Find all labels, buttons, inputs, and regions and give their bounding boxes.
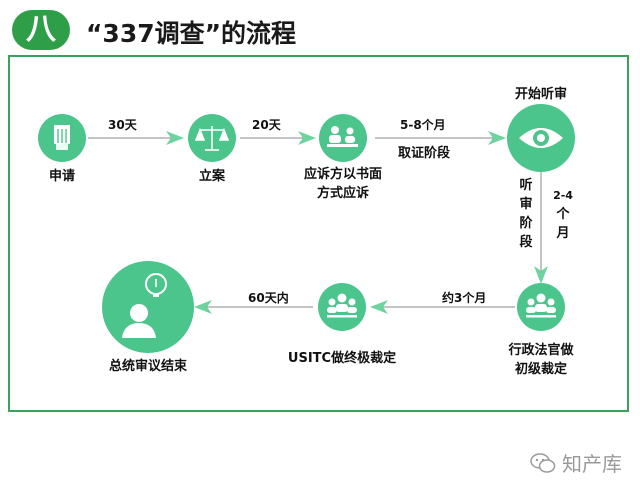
- label-hearing-start: 开始听审: [514, 87, 567, 102]
- edge-label-5-8months: 5-8个月: [400, 118, 446, 132]
- committee-icon: [327, 293, 357, 318]
- vlabel-char: 听: [519, 178, 533, 193]
- label-usitc: USITC做终极裁定: [287, 351, 397, 366]
- group-icon: [526, 293, 556, 318]
- edge-label-within-60days: 60天内: [248, 291, 289, 305]
- label-preliminary-line1: 行政法官做: [508, 343, 574, 358]
- node-hearing: [507, 104, 575, 172]
- node-usitc: [318, 283, 366, 331]
- label-final: 总统审议结束: [108, 359, 187, 374]
- node-preliminary: [517, 283, 565, 331]
- eye-icon: [519, 128, 563, 148]
- vlabel-char: 段: [519, 235, 533, 250]
- vlabel-char: 月: [556, 226, 570, 241]
- label-filing: 立案: [198, 169, 225, 184]
- vlabel-2-4months: 2-4 个 月: [550, 186, 576, 243]
- node-final: [102, 261, 194, 353]
- watermark: 知产库: [530, 448, 622, 477]
- label-respondent-line1: 应诉方以书面: [303, 167, 382, 182]
- vlabel-char: 2-4: [553, 189, 573, 202]
- wechat-icon: [530, 452, 556, 473]
- document-icon: [54, 125, 70, 150]
- vlabel-char: 审: [519, 197, 533, 212]
- title-underline: [8, 55, 629, 57]
- scales-icon: [194, 126, 230, 151]
- vlabel-char: 阶: [519, 216, 533, 231]
- vlabel-char: 个: [556, 207, 570, 222]
- node-apply: [38, 114, 86, 162]
- edge-label-30days: 30天: [108, 118, 137, 132]
- node-filing: [188, 114, 236, 162]
- watermark-text: 知产库: [562, 452, 622, 476]
- meeting-icon: [327, 126, 358, 147]
- edge-label-20days: 20天: [252, 118, 281, 132]
- diagram-frame: [8, 56, 629, 412]
- edge-label-about-3months: 约3个月: [442, 291, 487, 305]
- page-title: “337调查”的流程: [86, 19, 297, 48]
- label-apply: 申请: [48, 169, 75, 184]
- edge-label-evidence-stage: 取证阶段: [398, 146, 451, 161]
- node-respondent: [319, 114, 367, 162]
- label-respondent-line2: 方式应诉: [316, 186, 369, 201]
- vlabel-hearing-stage: 听 审 阶 段: [518, 176, 534, 252]
- label-preliminary-line2: 初级裁定: [514, 362, 567, 377]
- section-badge: 八: [12, 10, 70, 50]
- thinking-person-icon: [122, 273, 167, 338]
